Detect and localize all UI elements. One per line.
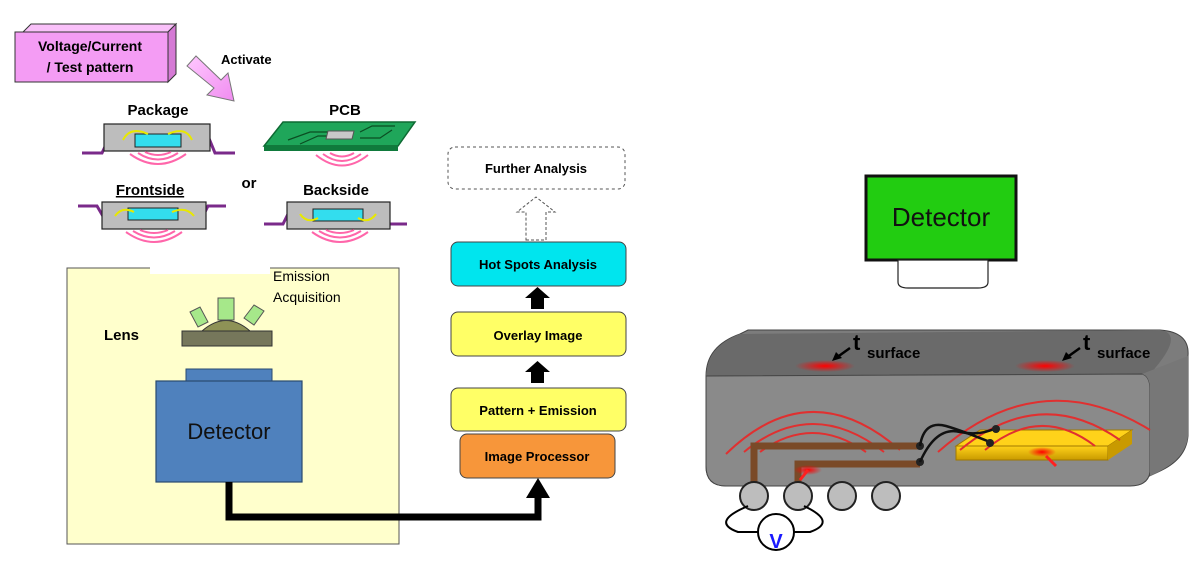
t-surface-left: t [853,330,861,355]
emission-label-line1: Emission [273,268,330,284]
further-analysis-box [447,146,626,190]
lens-assembly [181,297,273,347]
pcb-label: PCB [329,102,361,119]
t-surface-left-sub: surface [867,345,920,362]
up-arrow-1 [525,287,550,309]
further-analysis-label: Further Analysis [485,161,587,176]
image-processor-label: Image Processor [485,449,590,464]
hot-spots-label: Hot Spots Analysis [479,257,597,272]
t-surface-right: t [1083,330,1091,355]
dashed-up-arrow [515,196,557,241]
or-label: or [242,175,257,192]
die-hotspot-mark [1044,454,1058,468]
activate-arrow [186,55,235,102]
voltage-box-line1: Voltage/Current [38,38,142,54]
pcb-board [262,121,417,167]
overlay-box [450,311,627,357]
t-surface-right-sub: surface [1097,345,1150,362]
package-label: Package [128,102,189,119]
frontside-chip [78,201,226,243]
activate-label: Activate [221,52,272,67]
overlay-label: Overlay Image [494,328,583,343]
hot-spots-box [450,241,627,287]
detector-right-label: Detector [892,202,991,232]
t-arrowhead-right [1062,352,1072,361]
pattern-emission-box [450,387,627,432]
enclosure-gap [150,262,270,274]
frontside-label: Frontside [116,182,184,199]
die-hotspot [1028,447,1056,457]
image-processor-box [459,433,616,479]
voltmeter: V [725,505,824,553]
detector-left: Detector [155,368,303,483]
surface-hotspot-right [1015,360,1075,372]
up-arrow-2 [525,361,550,383]
detector-left-label: Detector [187,419,270,444]
backside-chip [264,201,407,243]
voltmeter-label: V [769,531,783,553]
voltage-current-box: Voltage/Current / Test pattern [14,22,178,84]
backside-label: Backside [303,182,369,199]
surface-hotspot-left [795,360,855,372]
detector-right: Detector [864,174,1018,289]
solder-balls [739,481,901,511]
emission-label-line2: Acquisition [273,289,341,305]
voltage-box-line2: / Test pattern [47,59,134,75]
wire-hotspot-mark [798,469,810,481]
lens-label: Lens [104,327,139,344]
detector-to-processor-arrow [225,482,542,521]
t-arrowhead-left [832,352,842,361]
pattern-emission-label: Pattern + Emission [479,403,596,418]
processor-arrowhead [526,478,550,498]
package-chip [82,123,235,165]
